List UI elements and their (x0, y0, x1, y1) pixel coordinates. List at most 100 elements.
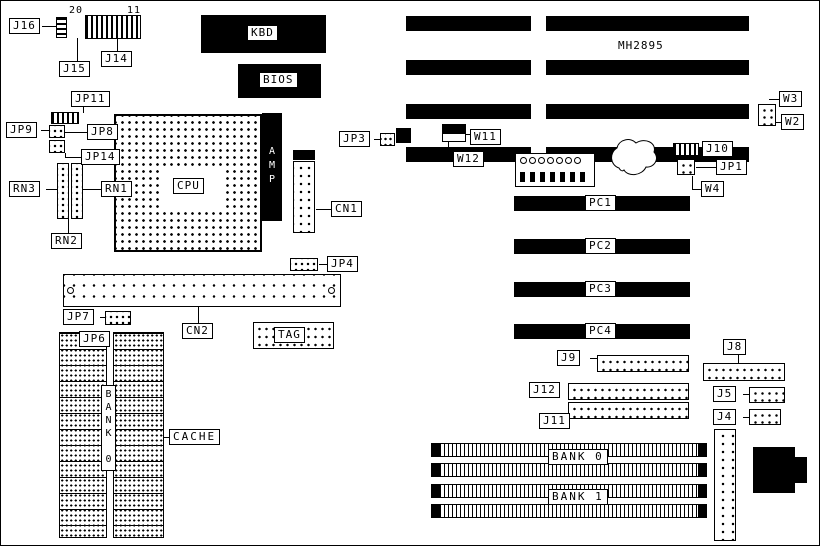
pointer-line (448, 158, 453, 159)
label-jp4: JP4 (327, 256, 358, 272)
simm-slot (431, 463, 707, 477)
label-rn3: RN3 (9, 181, 40, 197)
cn2-mounting-hole (67, 287, 74, 294)
expansion-slot (406, 60, 531, 75)
j14-j15-pin-header (85, 15, 141, 39)
label-j11: J11 (539, 413, 570, 429)
freeform-outline (611, 139, 657, 175)
expansion-slot (546, 104, 749, 119)
jp11-jumper (51, 112, 79, 124)
pointer-line (743, 394, 749, 395)
label-j12: J12 (529, 382, 560, 398)
resistor-network (57, 163, 69, 219)
label-jp9: JP9 (6, 122, 37, 138)
component-block (396, 128, 411, 143)
pointer-line (100, 317, 105, 318)
label-jp3: JP3 (339, 131, 370, 147)
pin-number-20: 20 (69, 5, 84, 16)
expansion-slot (546, 60, 749, 75)
simm-slot (431, 504, 707, 518)
pointer-line (466, 134, 470, 135)
label-jp7: JP7 (63, 309, 94, 325)
label-w4: W4 (701, 181, 725, 197)
label-cpu: CPU (173, 178, 204, 194)
pointer-line (42, 26, 56, 27)
label-j5: J5 (713, 386, 737, 402)
j9-connector (597, 355, 689, 372)
expansion-slot (546, 16, 749, 31)
board-model: MH2895 (618, 39, 664, 52)
label-rn1: RN1 (101, 181, 132, 197)
label-w3: W3 (779, 91, 803, 107)
terminal-pin (538, 157, 545, 164)
jp4-jumper (290, 258, 318, 271)
label-pc4: PC4 (585, 323, 616, 339)
pointer-line (68, 219, 69, 233)
label-j9: J9 (557, 350, 581, 366)
w12-jumper (442, 133, 466, 142)
label-jp6: JP6 (79, 331, 110, 347)
pointer-line (448, 142, 449, 159)
pointer-line (374, 139, 380, 140)
j8-connector (703, 363, 785, 381)
terminal-pins (520, 157, 594, 164)
terminal-contacts (520, 172, 590, 182)
jp7-jumper (105, 311, 131, 325)
cache-sockets (113, 332, 164, 538)
label-jp14: JP14 (81, 149, 120, 165)
j12-connector (568, 383, 689, 400)
pointer-line (117, 39, 118, 51)
pointer-line (65, 153, 66, 157)
cn2-mounting-hole (328, 287, 335, 294)
label-bios: BIOS (259, 72, 298, 88)
pointer-line (46, 189, 57, 190)
jp3-jumper (380, 133, 395, 146)
pointer-line (41, 130, 49, 131)
label-jp8: JP8 (87, 124, 118, 140)
label-cn2: CN2 (182, 323, 213, 339)
label-j14: J14 (101, 51, 132, 67)
cpu-socket (114, 114, 262, 252)
label-kbd: KBD (247, 25, 278, 41)
label-rn2: RN2 (51, 233, 82, 249)
w11-jumper (442, 124, 466, 133)
external-port (753, 447, 795, 493)
expansion-slot (406, 104, 531, 119)
pointer-line (775, 122, 781, 123)
label-j8: J8 (723, 339, 747, 355)
label-j16: J16 (9, 18, 40, 34)
pointer-line (698, 149, 702, 150)
label-pc1: PC1 (585, 195, 616, 211)
amp-regulator: AMP (262, 113, 282, 221)
pointer-line (743, 417, 749, 418)
pointer-line (83, 189, 101, 190)
external-port-tab (795, 457, 807, 483)
cn2-connector (63, 274, 341, 307)
j5-connector (749, 387, 785, 403)
label-w12: W12 (453, 151, 484, 167)
label-cache-bank0: BANK 0 (101, 385, 116, 471)
j4-connector (749, 409, 781, 425)
pointer-line (77, 38, 78, 61)
label-jp11: JP11 (71, 91, 110, 107)
jp14-jumper (49, 140, 65, 153)
terminal-pin (565, 157, 572, 164)
pointer-line (198, 307, 199, 323)
w2-w3-jumper (758, 104, 776, 126)
label-bank1: BANK 1 (548, 489, 608, 505)
pointer-line (692, 189, 701, 190)
pointer-line (164, 437, 169, 438)
pin-number-11: 11 (127, 5, 142, 16)
pointer-line (738, 355, 739, 363)
pointer-line (590, 358, 597, 359)
pointer-line (83, 107, 84, 113)
terminal-pin (520, 157, 527, 164)
pointer-line (316, 209, 331, 210)
label-cache: CACHE (169, 429, 221, 445)
label-amp: AMP (266, 146, 278, 188)
expansion-slot (406, 16, 531, 31)
pointer-line (769, 99, 779, 100)
label-j10: J10 (702, 141, 733, 157)
pointer-line (696, 167, 716, 168)
